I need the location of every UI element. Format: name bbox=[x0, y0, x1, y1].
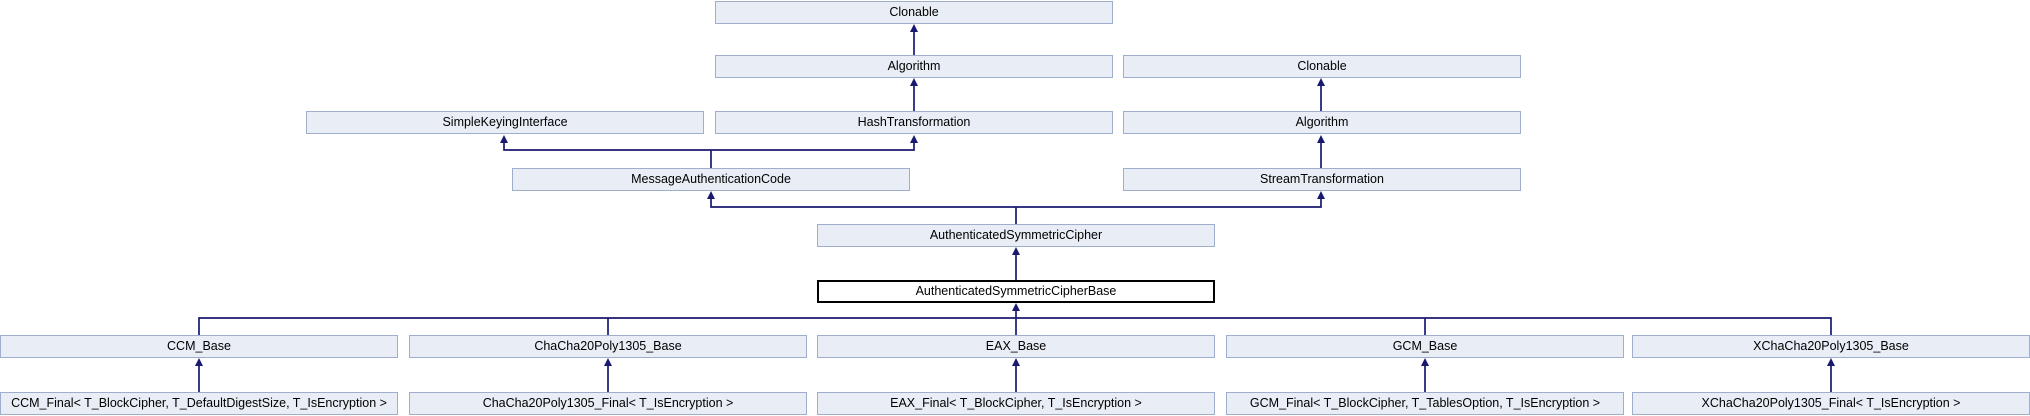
class-node-algorithm-1[interactable]: Algorithm bbox=[715, 55, 1113, 78]
class-node-clonable-1[interactable]: Clonable bbox=[715, 1, 1113, 24]
class-node-algorithm-2[interactable]: Algorithm bbox=[1123, 111, 1521, 134]
class-node-xchacha20poly1305-base[interactable]: XChaCha20Poly1305_Base bbox=[1632, 335, 2030, 358]
class-node-eax-final[interactable]: EAX_Final< T_BlockCipher, T_IsEncryption… bbox=[817, 392, 1215, 415]
class-node-message-authentication-code[interactable]: MessageAuthenticationCode bbox=[512, 168, 910, 191]
class-node-hash-transformation[interactable]: HashTransformation bbox=[715, 111, 1113, 134]
class-node-gcm-base[interactable]: GCM_Base bbox=[1226, 335, 1624, 358]
class-node-simple-keying-interface[interactable]: SimpleKeyingInterface bbox=[306, 111, 704, 134]
class-node-chacha20poly1305-base[interactable]: ChaCha20Poly1305_Base bbox=[409, 335, 807, 358]
edge-lines bbox=[198, 32, 1832, 392]
class-node-stream-transformation[interactable]: StreamTransformation bbox=[1123, 168, 1521, 191]
edge-arrowheads bbox=[195, 24, 1835, 366]
class-node-clonable-2[interactable]: Clonable bbox=[1123, 55, 1521, 78]
class-node-gcm-final[interactable]: GCM_Final< T_BlockCipher, T_TablesOption… bbox=[1226, 392, 1624, 415]
class-node-eax-base[interactable]: EAX_Base bbox=[817, 335, 1215, 358]
class-node-xchacha20poly1305-final[interactable]: XChaCha20Poly1305_Final< T_IsEncryption … bbox=[1632, 392, 2030, 415]
class-node-ccm-base[interactable]: CCM_Base bbox=[0, 335, 398, 358]
class-node-authenticated-symmetric-cipher-base[interactable]: AuthenticatedSymmetricCipherBase bbox=[817, 280, 1215, 303]
class-node-chacha20poly1305-final[interactable]: ChaCha20Poly1305_Final< T_IsEncryption > bbox=[409, 392, 807, 415]
class-node-ccm-final[interactable]: CCM_Final< T_BlockCipher, T_DefaultDiges… bbox=[0, 392, 398, 415]
class-node-authenticated-symmetric-cipher[interactable]: AuthenticatedSymmetricCipher bbox=[817, 224, 1215, 247]
